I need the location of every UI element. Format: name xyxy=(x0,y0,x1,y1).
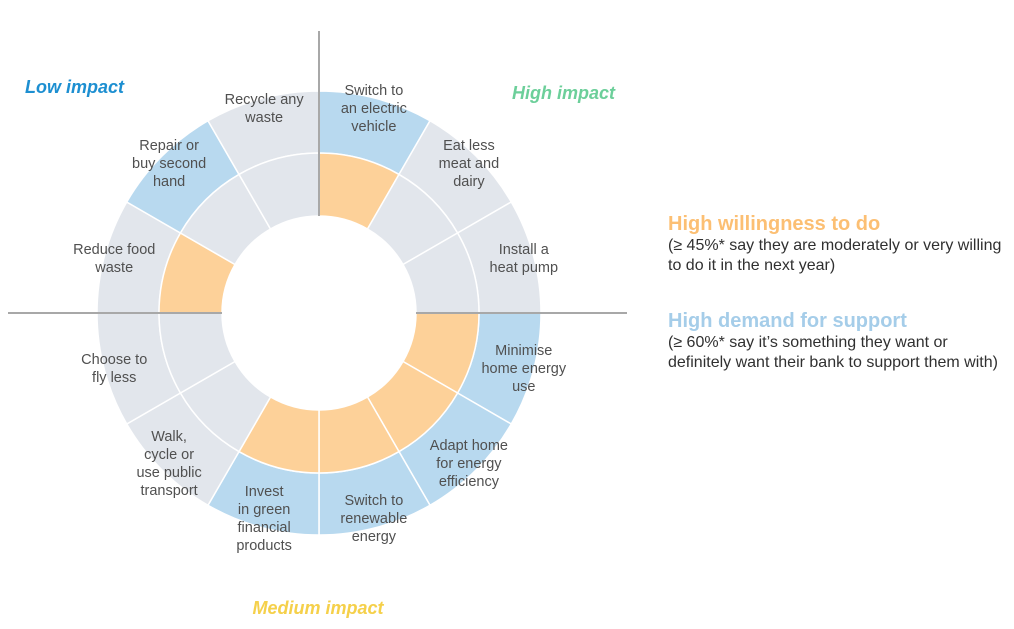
legend-willingness-desc: (≥ 45%* say they are moderately or very … xyxy=(668,237,1002,274)
legend-willingness-title: High willingness to do xyxy=(668,213,881,235)
legend-support-title: High demand for support xyxy=(668,310,907,332)
quadrant-dividers xyxy=(8,31,627,314)
outer-ring xyxy=(96,90,542,536)
legend-support-desc: (≥ 60%* say it’s something they want or … xyxy=(668,334,998,371)
low-impact-label: Low impact xyxy=(25,77,125,97)
legend-support: High demand for support (≥ 60%* say it’s… xyxy=(668,309,1008,373)
high-impact-label: High impact xyxy=(512,83,616,103)
inner-ring xyxy=(158,152,480,474)
medium-impact-label: Medium impact xyxy=(252,598,384,618)
legend-willingness: High willingness to do (≥ 45%* say they … xyxy=(668,212,1008,276)
